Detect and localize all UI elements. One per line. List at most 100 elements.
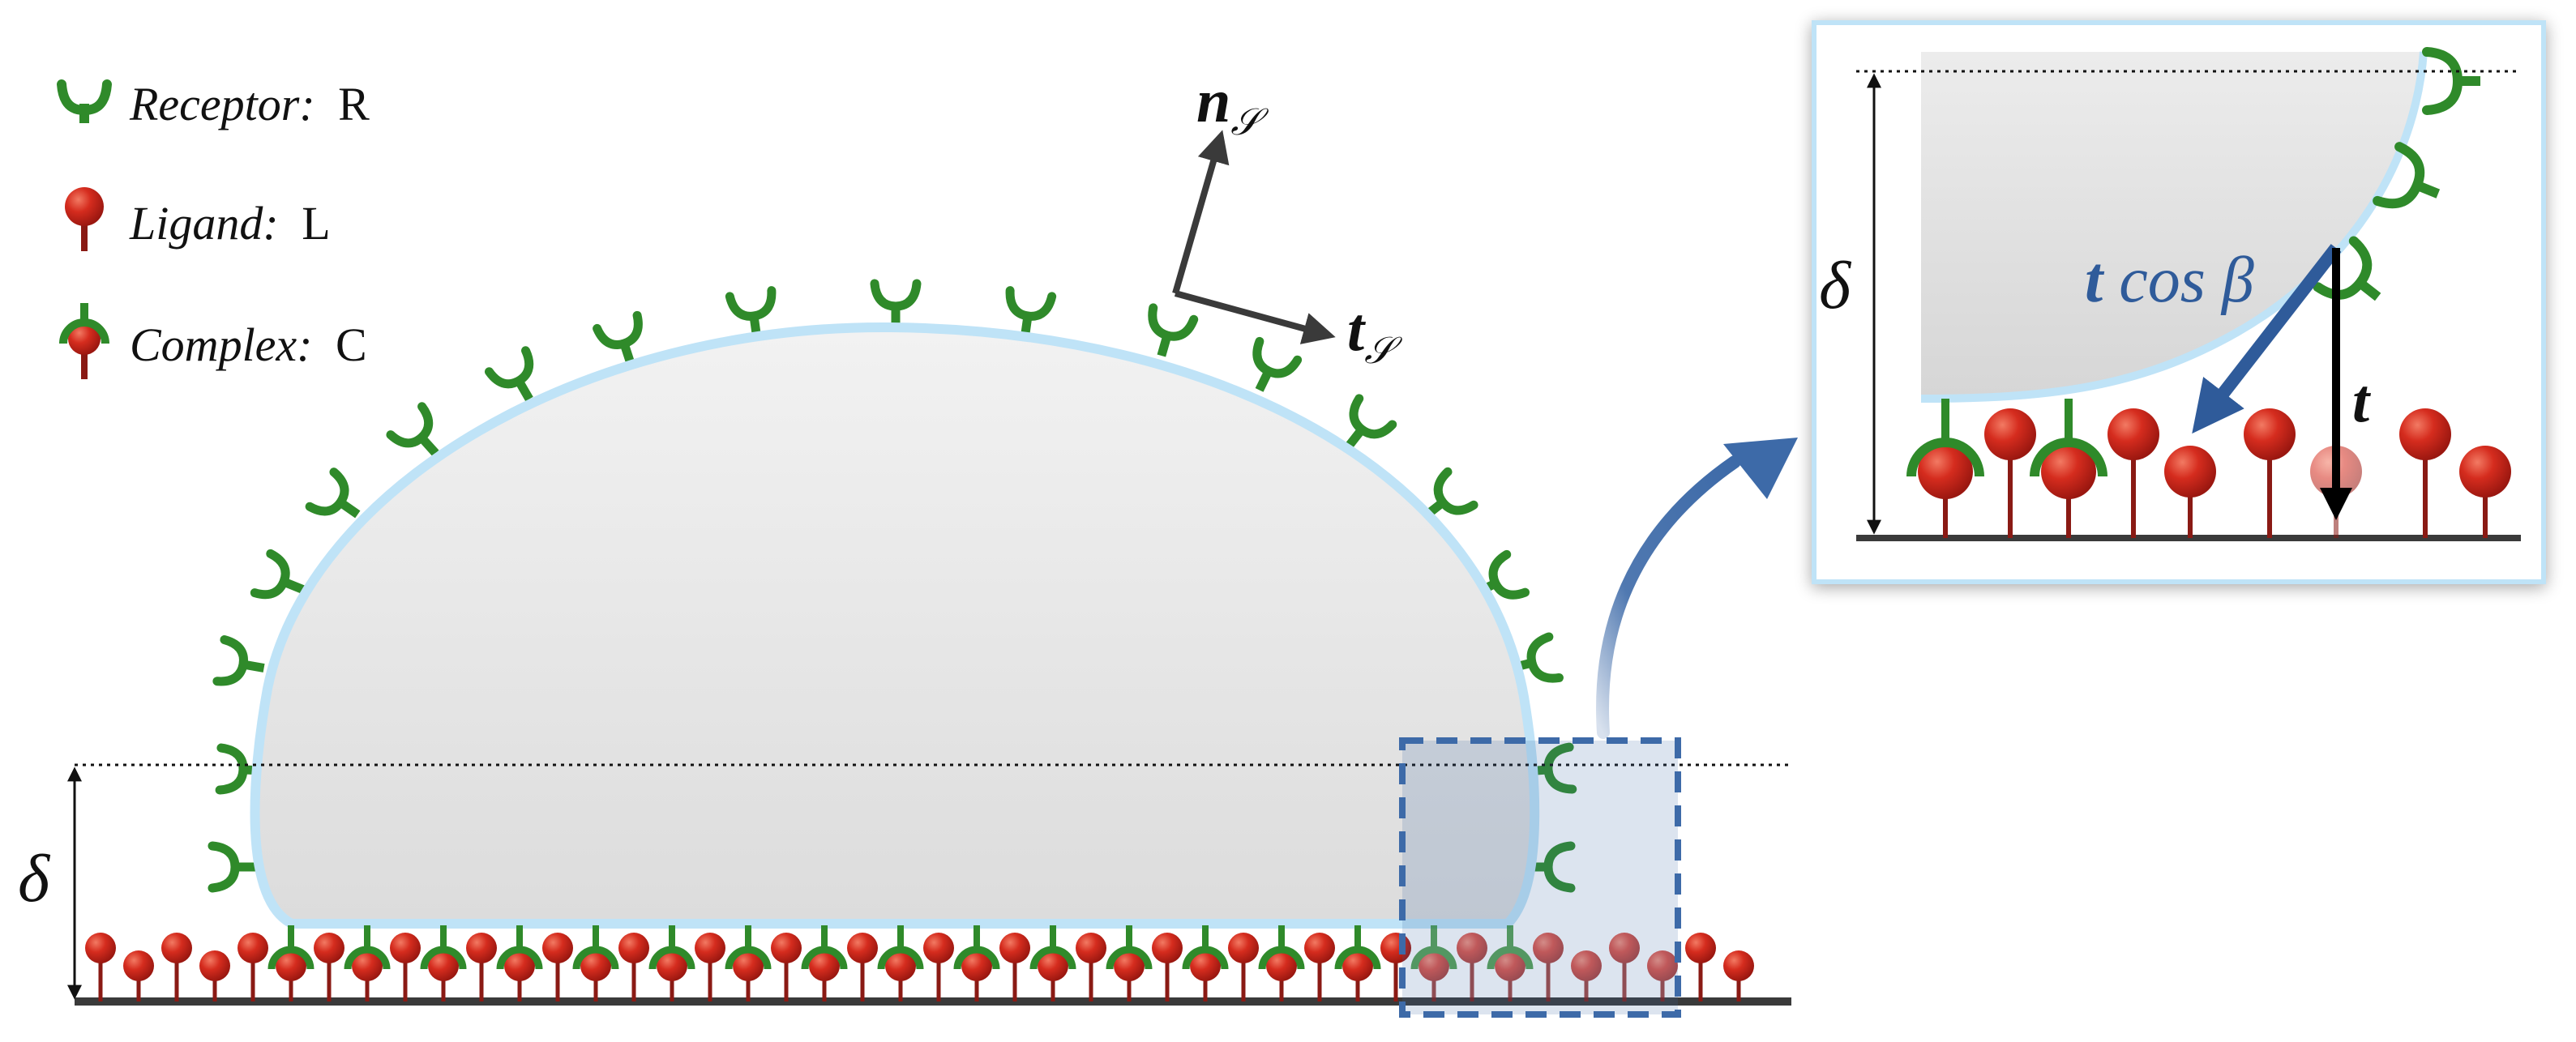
complex-icon xyxy=(1029,925,1076,1001)
t-vector-label: t xyxy=(2352,367,2372,435)
svg-text:Complex: C: Complex: C xyxy=(130,318,367,371)
complex-icon xyxy=(1906,399,1984,538)
complex-icon xyxy=(1106,925,1153,1001)
complex-icon xyxy=(1182,925,1229,1001)
ligand-icon xyxy=(1457,933,1487,1001)
ligand-icon xyxy=(2459,446,2511,538)
main-scene: δ n𝒮 t𝒮 xyxy=(18,67,1798,1018)
ligand-icon xyxy=(923,933,954,1001)
ligand-icon xyxy=(390,933,421,1001)
normal-vector-label: n𝒮 xyxy=(1196,67,1269,143)
normal-vector-sub: 𝒮 xyxy=(1230,101,1269,143)
receptor-icon xyxy=(1148,303,1199,357)
ligand-icon xyxy=(1984,408,2036,538)
ligand-icon xyxy=(237,933,268,1001)
t-cos-beta-t: t xyxy=(2085,245,2105,316)
inset-cell-body xyxy=(1921,52,2424,399)
legend-receptor-symbol: R xyxy=(338,78,370,130)
ligand-icon xyxy=(123,950,154,1001)
legend-ligand-symbol: L xyxy=(302,197,330,250)
complex-icon xyxy=(725,925,772,1001)
inset-ligands xyxy=(1906,399,2511,538)
receptor-icon xyxy=(386,402,439,457)
complex-icon xyxy=(648,925,695,1001)
receptor-icon xyxy=(250,549,306,600)
receptor-icon xyxy=(1345,394,1397,449)
complex-icon xyxy=(267,925,315,1001)
ligand-icon xyxy=(1685,933,1716,1001)
receptor-icon xyxy=(2373,142,2441,209)
legend: Receptor: R Ligand: L Complex: xyxy=(57,78,370,379)
legend-complex-name: Complex: xyxy=(130,318,313,371)
legend-ligand-name: Ligand: xyxy=(129,197,279,250)
ligand-icon xyxy=(1533,933,1564,1001)
receptor-icon xyxy=(212,635,265,686)
tangent-vector-label: t𝒮 xyxy=(1347,296,1402,371)
ligand-icon xyxy=(2244,408,2296,538)
receptor-icon xyxy=(305,468,361,519)
surface-frame-vectors: n𝒮 t𝒮 xyxy=(1172,67,1402,371)
complex-icon xyxy=(59,303,109,379)
receptor-icon xyxy=(57,79,112,123)
ligand-icon xyxy=(1076,933,1106,1001)
complex-icon xyxy=(877,925,924,1001)
legend-receptor: Receptor: R xyxy=(57,78,370,130)
ligand-icon xyxy=(65,187,104,251)
complex-icon xyxy=(1410,925,1457,1001)
complex-icon xyxy=(1258,925,1305,1001)
receptor-icon xyxy=(2422,47,2480,115)
complex-icon xyxy=(801,925,848,1001)
ligand-icon xyxy=(2107,408,2159,538)
ligand-icon xyxy=(542,933,573,1001)
complex-icon xyxy=(1487,925,1534,1001)
ligand-icon xyxy=(2164,446,2216,538)
receptor-icon xyxy=(484,346,534,402)
t-cos-beta-arrow xyxy=(2192,244,2342,434)
legend-complex-symbol: C xyxy=(336,318,367,371)
ligand-icon xyxy=(2399,408,2451,538)
ligand-icon xyxy=(466,933,497,1001)
ligand-icon xyxy=(1152,933,1183,1001)
ligand-icon xyxy=(1228,933,1259,1001)
ligand-icon xyxy=(1647,950,1678,1001)
delta-label: δ xyxy=(18,841,51,916)
receptor-icon xyxy=(1252,336,1303,392)
ligand-icon xyxy=(695,933,725,1001)
complex-icon xyxy=(496,925,543,1001)
zoom-region-box xyxy=(1399,737,1681,1018)
ligand-icon xyxy=(314,933,344,1001)
ligand-icon xyxy=(161,933,192,1001)
zoom-connector-arrow xyxy=(1596,438,1798,739)
complex-icon xyxy=(420,925,467,1001)
ligand-icon xyxy=(618,933,649,1001)
legend-receptor-name: Receptor: xyxy=(129,78,315,130)
receptor-icon xyxy=(870,279,922,327)
cell-body xyxy=(250,322,1540,929)
inset-delta-label: δ xyxy=(1819,248,1852,323)
ligand-icon xyxy=(199,950,230,1001)
complex-icon xyxy=(953,925,1000,1001)
substrate-ligands xyxy=(85,925,1754,1001)
svg-text:Ligand: L: Ligand: L xyxy=(129,197,331,250)
tangent-vector-arrow xyxy=(1174,290,1336,344)
zoom-inset: δ t cos β t xyxy=(1812,20,2546,584)
t-cos-beta-rest: cos β xyxy=(2103,245,2254,316)
normal-vector-main: n xyxy=(1196,67,1230,135)
legend-complex: Complex: C xyxy=(59,303,367,379)
receptor-icon xyxy=(208,841,256,893)
ligand-icon xyxy=(1609,933,1640,1001)
ligand-icon xyxy=(847,933,878,1001)
svg-text:Receptor: R: Receptor: R xyxy=(129,78,370,130)
complex-icon xyxy=(1334,925,1381,1001)
normal-vector-arrow xyxy=(1172,130,1230,295)
ligand-icon xyxy=(1304,933,1335,1001)
complex-icon xyxy=(2030,399,2107,538)
legend-ligand: Ligand: L xyxy=(65,187,331,251)
ligand-icon xyxy=(771,933,802,1001)
ligand-icon xyxy=(85,933,116,1001)
complex-icon xyxy=(344,925,391,1001)
ligand-icon xyxy=(999,933,1030,1001)
tangent-vector-main: t xyxy=(1347,296,1367,364)
tangent-vector-sub: 𝒮 xyxy=(1364,330,1402,371)
